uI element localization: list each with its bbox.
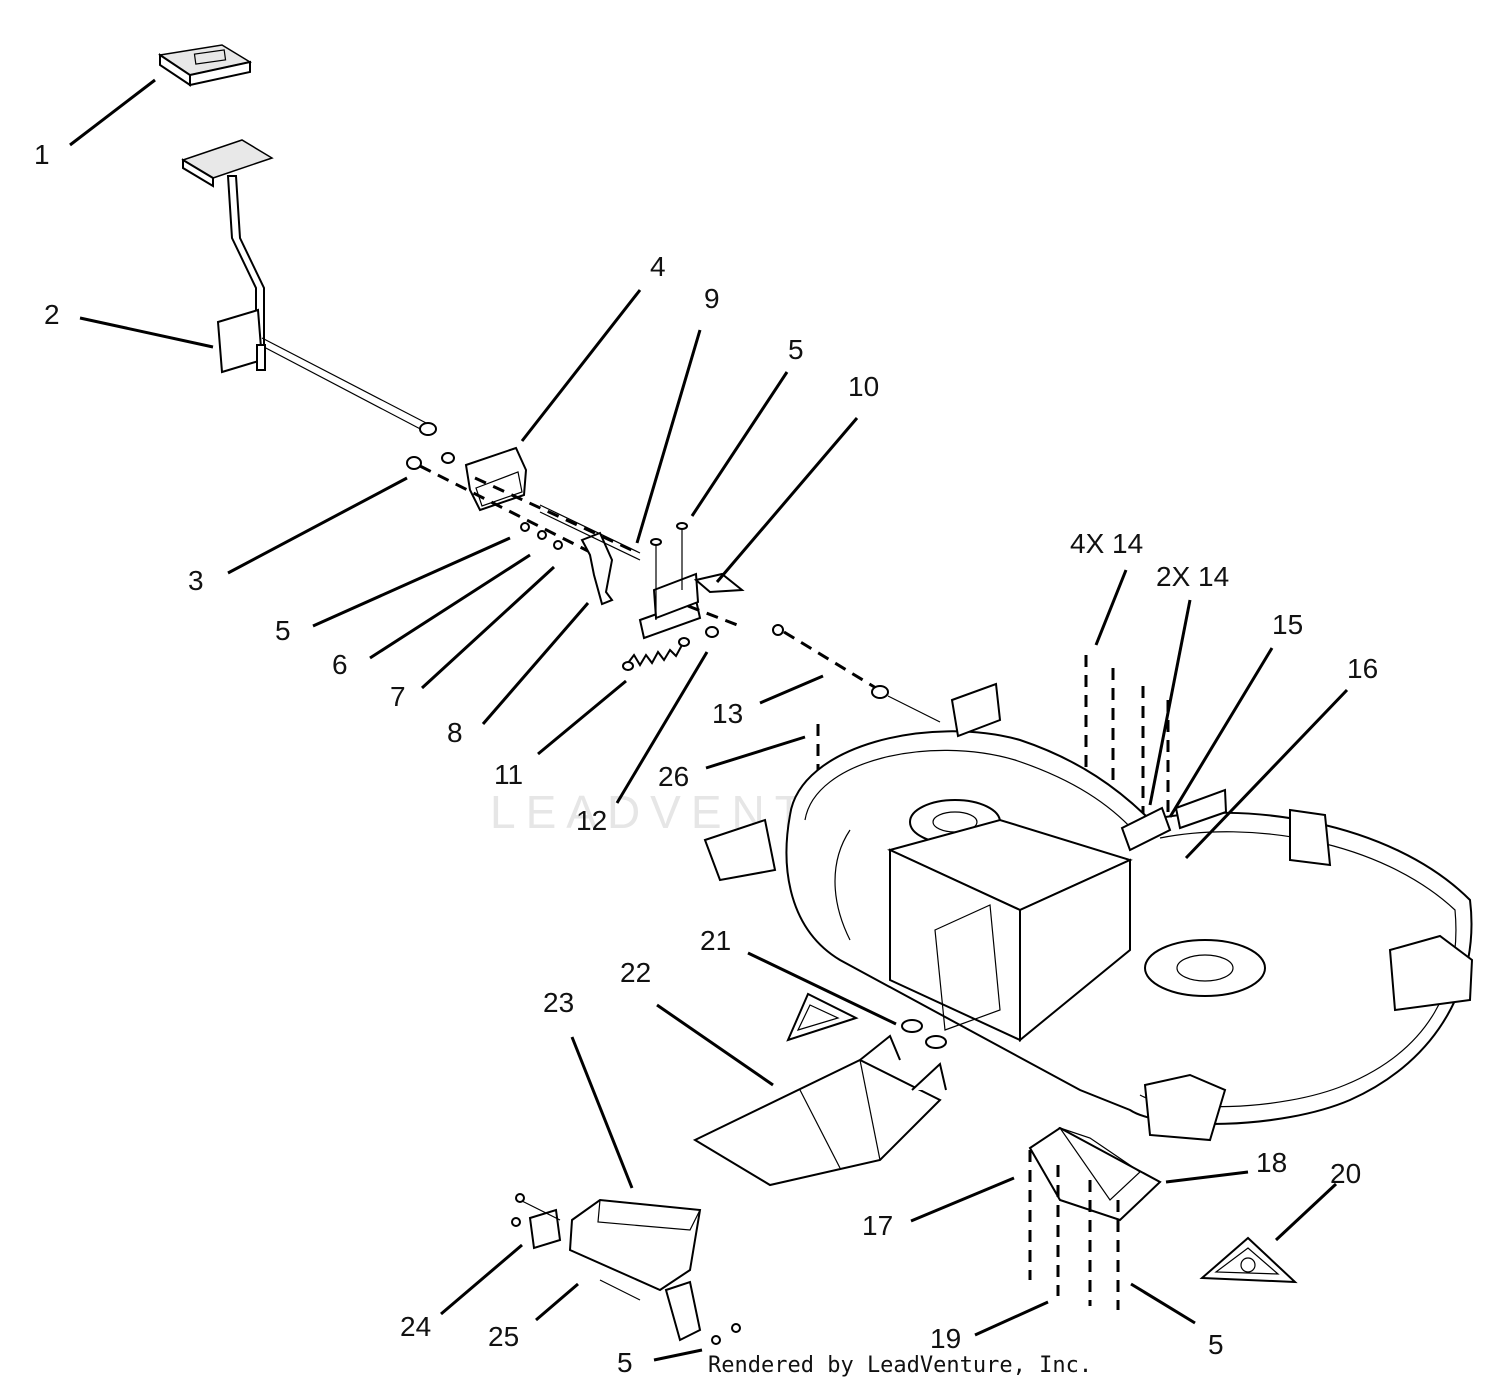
callout-5-lower: 5	[617, 1347, 633, 1378]
callout-26: 26	[658, 761, 689, 792]
callout-4x14: 4X 14	[1070, 528, 1143, 559]
callout-3: 3	[188, 565, 204, 596]
callout-24: 24	[400, 1311, 431, 1342]
part-spring	[622, 637, 690, 671]
part-lift-rod	[772, 624, 941, 723]
callout-8: 8	[447, 717, 463, 748]
callout-2: 2	[44, 299, 60, 330]
part-pivot-bracket	[638, 522, 745, 640]
part-rod	[539, 504, 641, 554]
part-bracket	[464, 446, 528, 512]
callout-19: 19	[930, 1323, 961, 1354]
callout-13: 13	[712, 698, 743, 729]
callout-15: 15	[1272, 609, 1303, 640]
callout-6: 6	[332, 649, 348, 680]
callout-23: 23	[543, 987, 574, 1018]
callout-25: 25	[488, 1321, 519, 1352]
part-lever-arm	[580, 531, 614, 606]
callout-22: 22	[620, 957, 651, 988]
callout-20: 20	[1330, 1158, 1361, 1189]
callout-5: 5	[275, 615, 291, 646]
callout-5-upper: 5	[788, 334, 804, 365]
callout-12: 12	[576, 805, 607, 836]
part-deflector-cone-21	[786, 992, 947, 1049]
part-mulch-bracket	[511, 1193, 741, 1345]
callout-4: 4	[650, 251, 666, 282]
part-pedal-arm	[181, 139, 437, 436]
callout-7: 7	[390, 681, 406, 712]
part-pins-and-washers	[406, 452, 637, 554]
part-pedal-pad	[157, 44, 252, 87]
callout-16: 16	[1347, 653, 1378, 684]
leader-lines	[69, 78, 1349, 1362]
callout-17: 17	[862, 1210, 893, 1241]
part-mower-deck	[703, 682, 1474, 1142]
part-cone-20	[1199, 1236, 1298, 1284]
callout-9: 9	[704, 283, 720, 314]
callout-18: 18	[1256, 1147, 1287, 1178]
callout-5-right: 5	[1208, 1329, 1224, 1360]
credit-text: Rendered by LeadVenture, Inc.	[708, 1353, 1092, 1378]
callout-2x14: 2X 14	[1156, 561, 1229, 592]
callout-11: 11	[494, 759, 523, 790]
callout-1: 1	[34, 139, 50, 170]
callout-10: 10	[848, 371, 879, 402]
callout-labels: 1 2 3 4 5 5 5 5 6 7 8 9 10 11 12 13 4X 1…	[34, 139, 1378, 1378]
callout-21: 21	[700, 925, 731, 956]
part-discharge-chute	[692, 1034, 947, 1187]
part-rear-bracket	[1028, 1126, 1162, 1310]
